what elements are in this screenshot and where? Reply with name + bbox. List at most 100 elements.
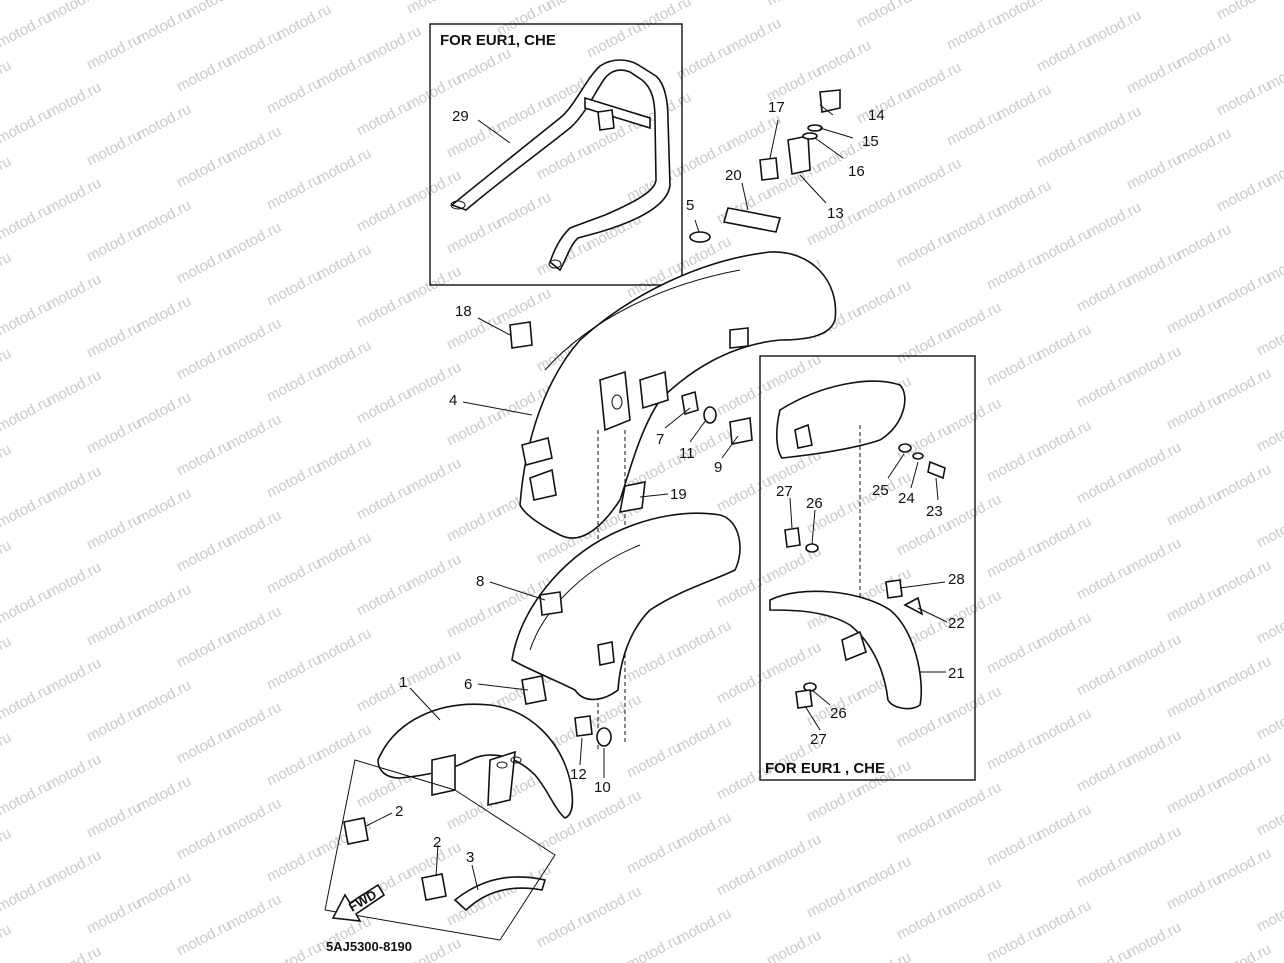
label-1: 1 (399, 674, 407, 691)
watermark-text: motod.ru (1124, 535, 1184, 578)
watermark-text: motod.ru (0, 345, 14, 388)
inset-title-top: FOR EUR1, CHE (440, 32, 556, 49)
watermark-text: motod.ru (84, 511, 144, 554)
watermark-text: motod.ru (1164, 871, 1224, 914)
watermark-text: motod.ru (264, 363, 324, 406)
watermark-text: motod.ru (1214, 269, 1274, 312)
watermark-text: motod.ru (994, 0, 1054, 28)
watermark-text: motod.ru (1124, 151, 1184, 194)
rear-flap-21 (769, 590, 923, 710)
label-emblem-20 (722, 207, 782, 233)
watermark-text: motod.ru (264, 843, 324, 886)
watermark-text: motod.ru (714, 857, 774, 900)
watermark-text: motod.ru (1034, 513, 1094, 556)
watermark-text: motod.ru (894, 805, 954, 848)
watermark-text: motod.ru (624, 643, 684, 686)
watermark-text: motod.ru (174, 437, 234, 480)
label-9: 9 (714, 459, 722, 476)
label-2-left: 2 (395, 803, 403, 820)
watermark-text: motod.ru (0, 537, 14, 580)
watermark-text: motod.ru (1124, 247, 1184, 290)
watermark-text: motod.ru (944, 779, 1004, 822)
watermark-text: motod.ru (1034, 33, 1094, 76)
inset-box-rear-flap (759, 355, 976, 781)
watermark-text: motod.ru (1034, 225, 1094, 268)
bracket-19 (618, 481, 646, 513)
watermark-text: motod.ru (314, 433, 374, 476)
watermark-text: motod.ru (764, 927, 824, 963)
watermark-text: motod.ru (404, 263, 464, 306)
watermark-text: motod.ru (1214, 365, 1274, 408)
watermark-text: motod.ru (354, 481, 414, 524)
watermark-text: motod.ru (1034, 129, 1094, 172)
watermark-text: motod.ru (534, 813, 594, 856)
label-7: 7 (656, 431, 664, 448)
label-24: 24 (898, 490, 915, 507)
watermark-text: motod.ru (84, 895, 144, 938)
watermark-text: motod.ru (674, 41, 734, 84)
watermark-text: motod.ru (994, 177, 1054, 220)
label-11: 11 (679, 445, 695, 462)
watermark-text: motod.ru (444, 503, 504, 546)
watermark-text: motod.ru (174, 53, 234, 96)
watermark-text: motod.ru (494, 285, 554, 328)
watermark-text: motod.ru (984, 251, 1044, 294)
watermark-text: motod.ru (584, 883, 644, 926)
watermark-text: motod.ru (44, 751, 104, 794)
watermark-text: motod.ru (724, 15, 784, 58)
watermark-text: motod.ru (0, 585, 54, 628)
watermark-text: motod.ru (314, 337, 374, 380)
watermark-text: motod.ru (1074, 657, 1134, 700)
watermark-text: motod.ru (1174, 29, 1234, 72)
watermark-text: motod.ru (0, 633, 14, 676)
watermark-text: motod.ru (84, 703, 144, 746)
watermark-text: motod.ru (804, 783, 864, 826)
watermark-text: motod.ru (174, 629, 234, 672)
watermark-text: motod.ru (894, 709, 954, 752)
bolt-14 (819, 89, 841, 113)
watermark-text: motod.ru (994, 81, 1054, 124)
watermark-text: motod.ru (134, 5, 194, 48)
bolt-2-left (343, 817, 369, 845)
watermark-text: motod.ru (1254, 701, 1284, 744)
watermark-text: motod.ru (404, 455, 464, 498)
watermark-text: motod.ru (1214, 557, 1274, 600)
watermark-text: motod.ru (404, 0, 464, 18)
watermark-text: motod.ru (0, 57, 14, 100)
watermark-text: motod.ru (1164, 487, 1224, 530)
watermark-text: motod.ru (44, 79, 104, 122)
watermark-text: motod.ru (674, 713, 734, 756)
label-22: 22 (948, 615, 965, 632)
watermark-text: motod.ru (1124, 343, 1184, 386)
label-27-bottom: 27 (810, 731, 827, 748)
watermark-text: motod.ru (854, 949, 914, 963)
watermark-text: motod.ru (1074, 945, 1134, 963)
watermark-text: motod.ru (1214, 845, 1274, 888)
watermark-text: motod.ru (354, 577, 414, 620)
watermark-text: motod.ru (224, 699, 284, 742)
watermark-text: motod.ru (134, 485, 194, 528)
watermark-text: motod.ru (174, 149, 234, 192)
label-21: 21 (948, 665, 965, 682)
watermark-text: motod.ru (894, 229, 954, 272)
label-5: 5 (686, 197, 694, 214)
watermark-text: motod.ru (1254, 509, 1284, 552)
watermark-text: motod.ru (1214, 461, 1274, 504)
watermark-text: motod.ru (44, 655, 104, 698)
watermark-text: motod.ru (44, 367, 104, 410)
watermark-text: motod.ru (444, 599, 504, 642)
watermark-text: motod.ru (134, 293, 194, 336)
watermark-text: motod.ru (134, 773, 194, 816)
watermark-text: motod.ru (1034, 801, 1094, 844)
watermark-text: motod.ru (224, 795, 284, 838)
watermark-text: motod.ru (1034, 417, 1094, 460)
label-27-top: 27 (776, 483, 793, 500)
washer-11 (703, 406, 717, 424)
watermark-text: motod.ru (1074, 849, 1134, 892)
label-4: 4 (449, 392, 457, 409)
watermark-text: motod.ru (0, 297, 54, 340)
watermark-text: motod.ru (264, 555, 324, 598)
watermark-text: motod.ru (944, 107, 1004, 150)
